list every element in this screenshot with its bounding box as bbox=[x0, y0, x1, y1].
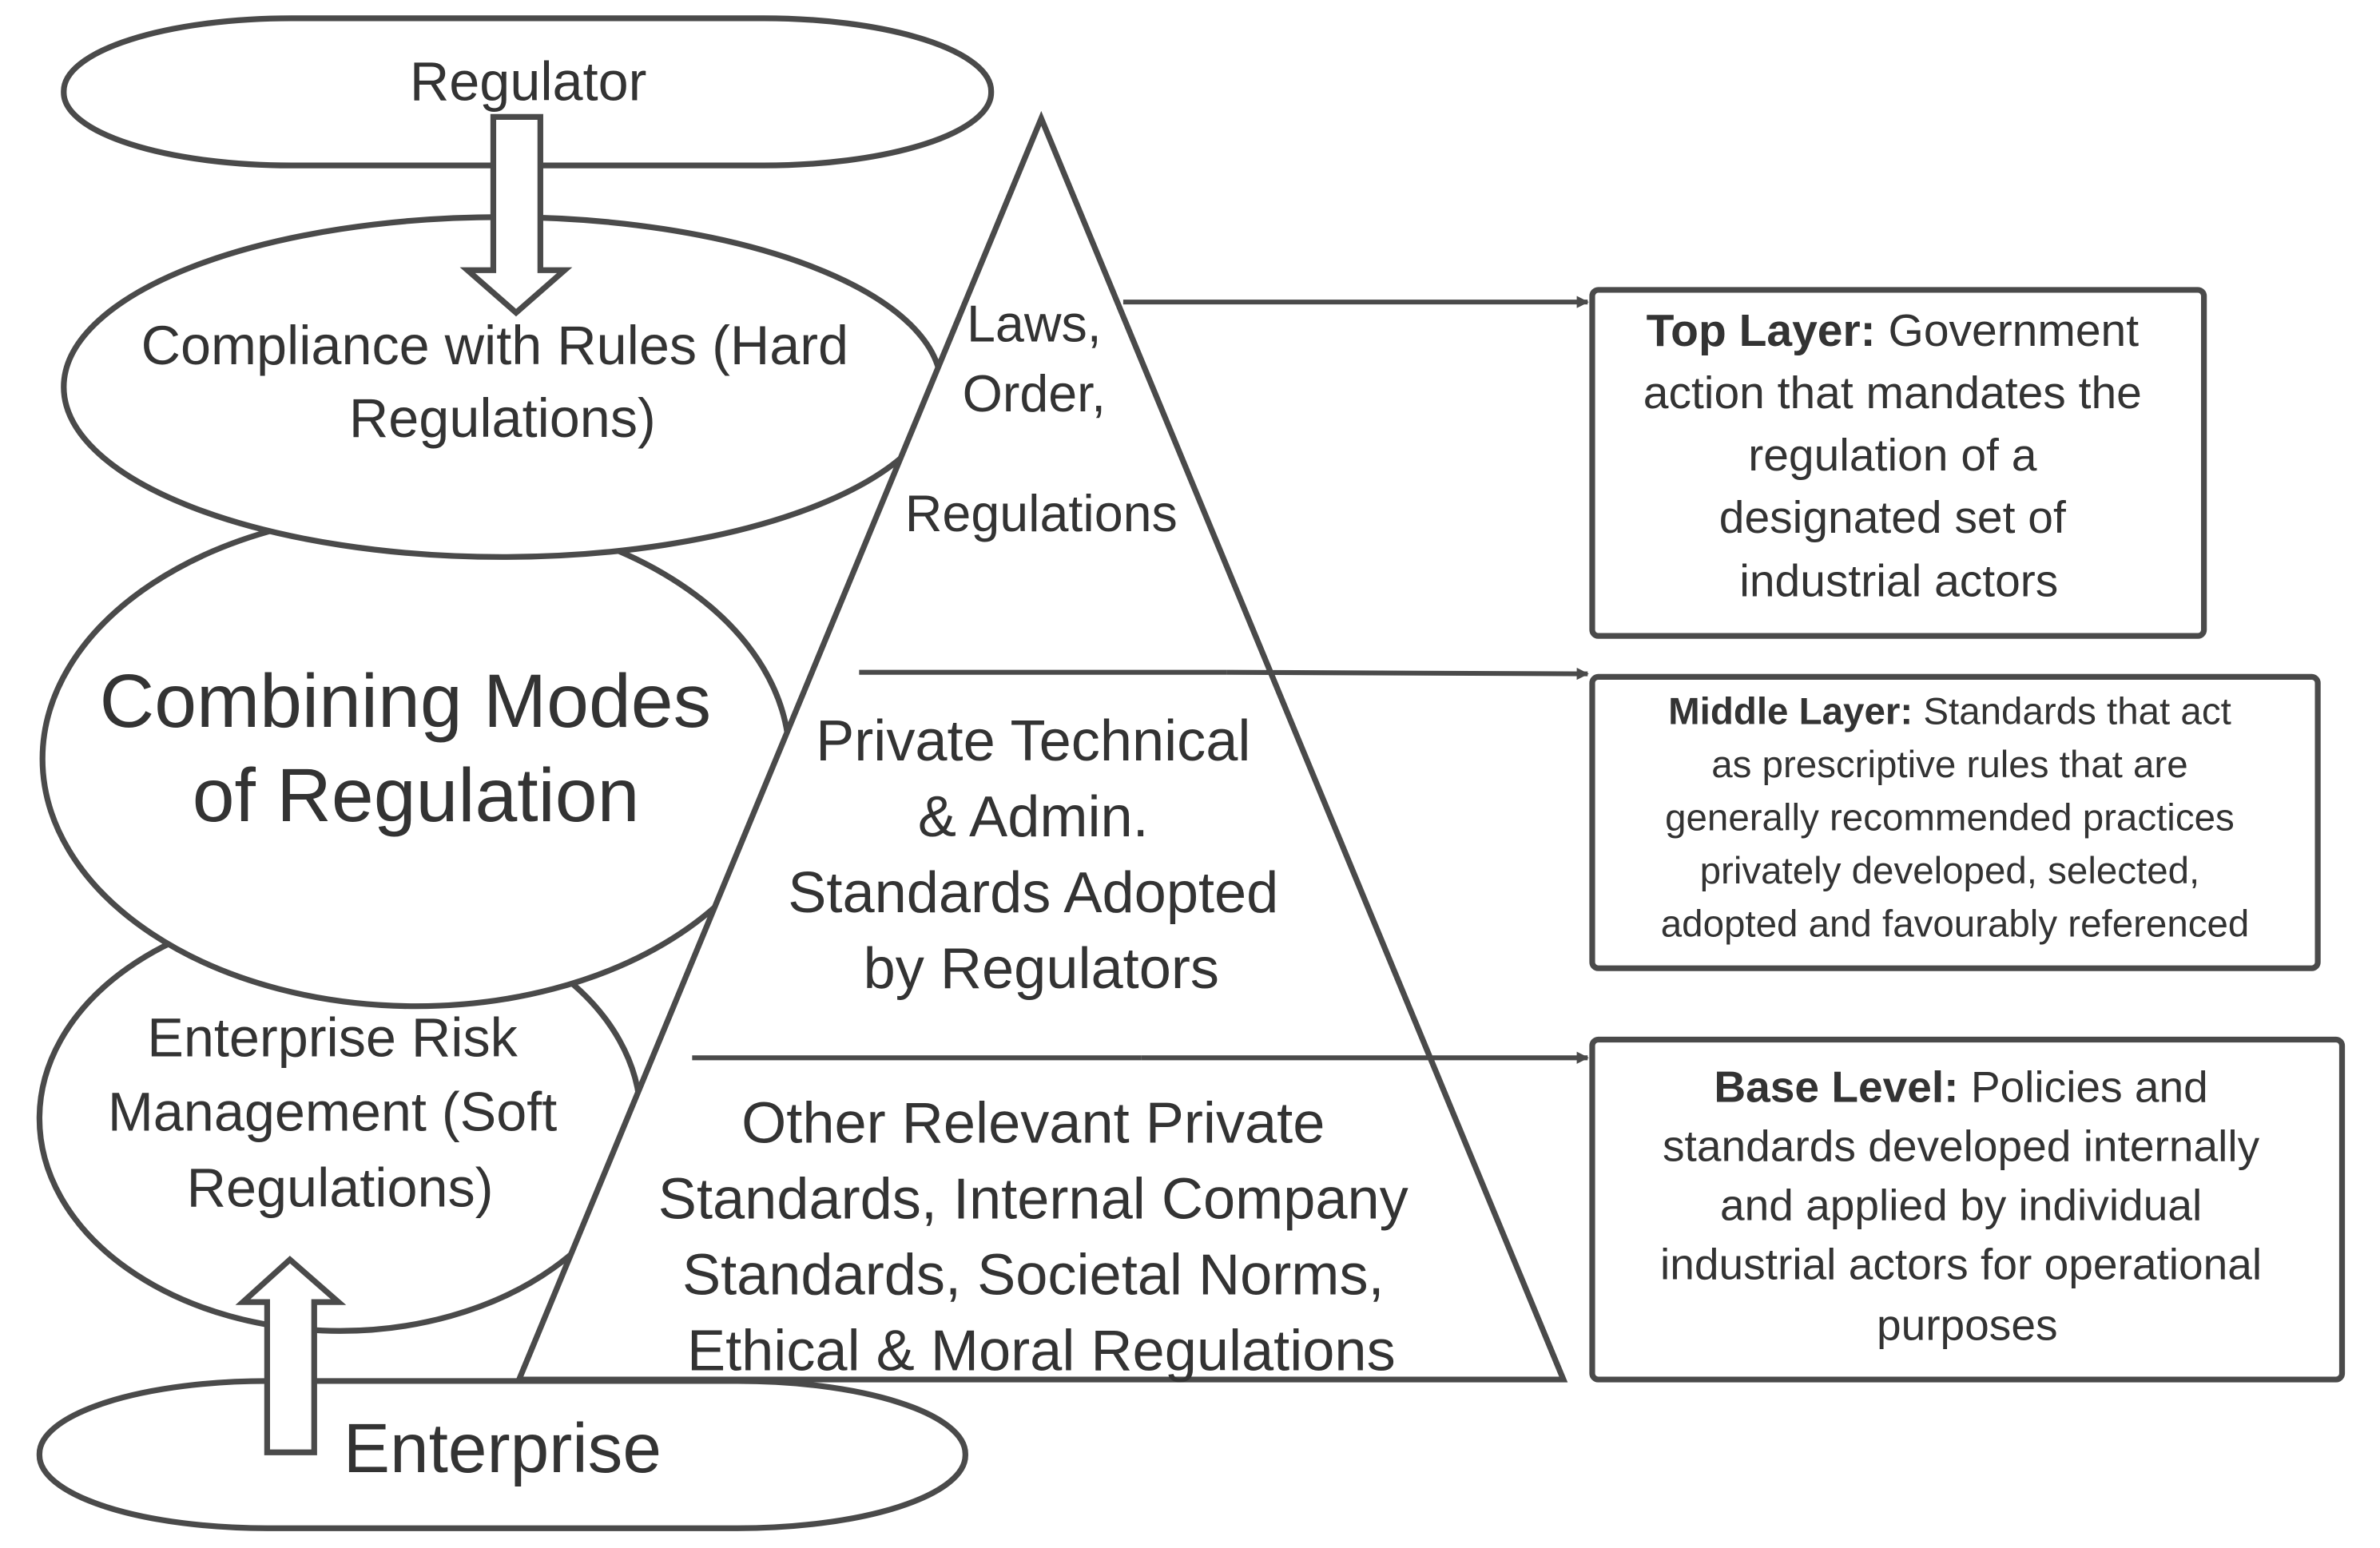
pyramid-top-tier-label: Laws, Order, Regulations bbox=[905, 296, 1178, 542]
middle-layer-description: Middle Layer: Standards that act as pres… bbox=[1661, 690, 2250, 945]
soft-regulations-label: Enterprise Risk Management (Soft Regulat… bbox=[108, 1007, 573, 1218]
top-layer-box bbox=[1589, 287, 2207, 639]
regulator-label: Regulator bbox=[410, 51, 646, 112]
middle-layer-heading: Middle Layer: bbox=[1668, 690, 1913, 732]
pyramid-middle-tier-label: Private Technical & Admin. Standards Ado… bbox=[788, 709, 1294, 1001]
enterprise-up-arrow bbox=[235, 1256, 347, 1455]
top-layer-heading: Top Layer: bbox=[1647, 305, 1876, 356]
base-level-heading: Base Level: bbox=[1714, 1062, 1958, 1111]
base-level-box bbox=[1589, 1036, 2346, 1383]
top-layer-description: Top Layer: Government action that mandat… bbox=[1643, 305, 2155, 606]
enterprise-label: Enterprise bbox=[344, 1409, 662, 1487]
hard-regulations-label: Compliance with Rules (Hard Regulations) bbox=[141, 316, 864, 449]
middle-layer-connector bbox=[1226, 667, 1589, 681]
regulator-down-arrow bbox=[459, 113, 573, 317]
middle-layer-box bbox=[1589, 673, 2321, 971]
regulation-pyramid bbox=[515, 110, 1568, 1383]
base-level-description: Base Level: Policies and standards devel… bbox=[1660, 1062, 2274, 1349]
combining-modes-label: Combining Modes of Regulation bbox=[100, 659, 733, 838]
pyramid-base-tier-label: Other Relevant Private Standards, Intern… bbox=[658, 1092, 1424, 1383]
